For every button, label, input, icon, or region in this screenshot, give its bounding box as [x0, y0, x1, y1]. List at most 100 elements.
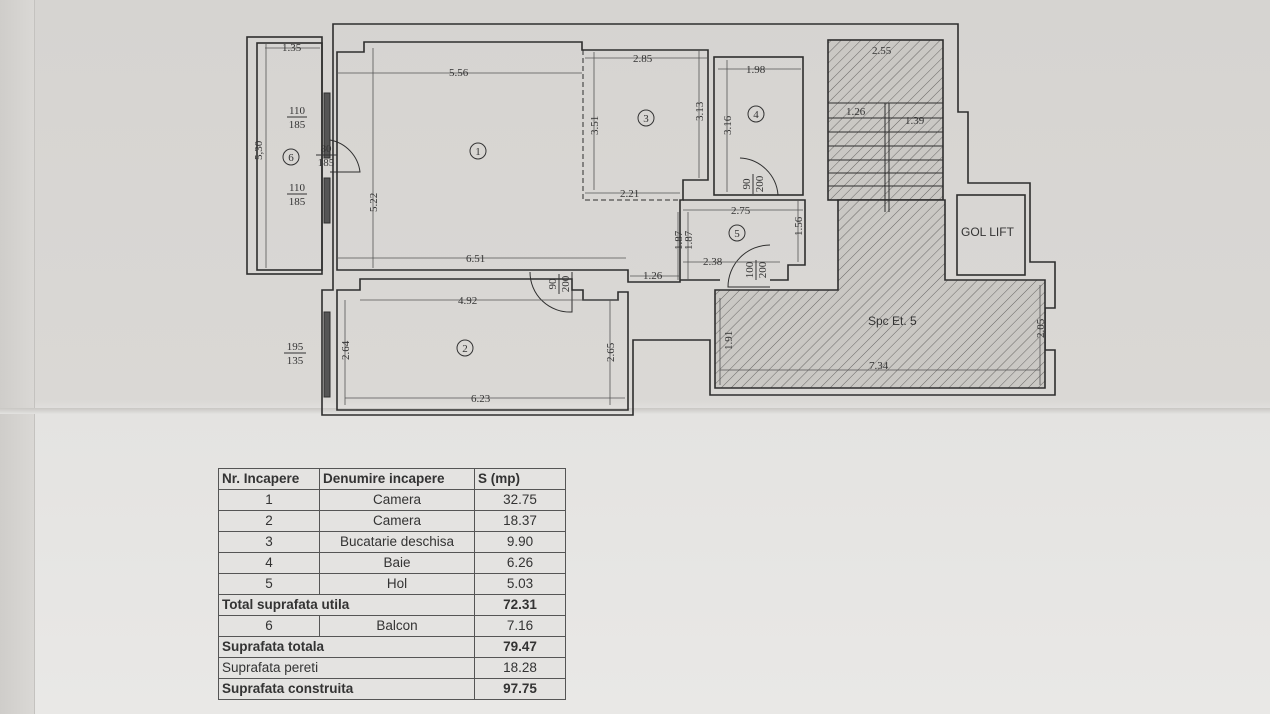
- dim-stair-flight-right: 1.39: [905, 115, 925, 127]
- table-row: 4 Baie 6.26: [218, 552, 566, 574]
- table-row: 5 Hol 5.03: [218, 573, 566, 595]
- svg-text:200: 200: [757, 261, 769, 278]
- door-entry-size: 100 200: [744, 260, 769, 280]
- dim-room2-bottom: 6.23: [471, 393, 491, 405]
- walls-area: 18.28: [474, 657, 566, 679]
- window-bottom-size: 110 185: [287, 182, 307, 208]
- room-2: [336, 278, 629, 411]
- svg-text:185: 185: [318, 157, 335, 169]
- built-area: 97.75: [474, 678, 566, 700]
- cell-area: 7.16: [474, 615, 566, 637]
- dim-landing-bottom: 7.34: [869, 360, 889, 372]
- total-row: Suprafata totala 79.47: [218, 636, 566, 658]
- door-bath-size: 90 200: [741, 174, 766, 194]
- cell-area: 5.03: [474, 573, 566, 595]
- room-3-boundary: [582, 50, 680, 201]
- total-utila-area: 72.31: [474, 594, 566, 616]
- cell-name: Camera: [319, 489, 475, 511]
- dim-hall-left-a: 1.87: [673, 230, 685, 250]
- dim-hall-left-b: 1.87: [683, 230, 695, 250]
- window-top-size: 110 185: [287, 105, 307, 131]
- total-area: 79.47: [474, 636, 566, 658]
- svg-text:200: 200: [560, 275, 572, 292]
- total-utila-label: Total suprafata utila: [218, 594, 475, 616]
- cell-area: 6.26: [474, 552, 566, 574]
- balcony-row: 6 Balcon 7.16: [218, 615, 566, 637]
- room-1-number: 1: [475, 146, 481, 158]
- landing: [714, 199, 1046, 389]
- cell-name: Hol: [319, 573, 475, 595]
- col-header-nr: Nr. Incapere: [218, 468, 320, 490]
- cell-area: 32.75: [474, 489, 566, 511]
- lift-label: GOL LIFT: [961, 225, 1015, 239]
- dim-stair-flight-left: 1.26: [846, 106, 866, 118]
- cell-area: 18.37: [474, 510, 566, 532]
- dim-room3-bottom: 2.21: [620, 188, 639, 200]
- dim-room1-bottom: 6.51: [466, 253, 485, 265]
- dim-hall-lower: 2.38: [703, 256, 723, 268]
- dim-room3-left: 3.51: [589, 116, 601, 135]
- dim-hall-height: 1.56: [793, 216, 805, 236]
- cell-nr: 5: [218, 573, 320, 595]
- dim-room2-right: 2.65: [605, 342, 617, 362]
- cell-name: Camera: [319, 510, 475, 532]
- room-3-number: 3: [643, 113, 649, 125]
- table-header: Nr. Incapere Denumire incapere S (mp): [218, 468, 566, 490]
- svg-text:195: 195: [287, 341, 304, 353]
- table-row: 1 Camera 32.75: [218, 489, 566, 511]
- room-6-number: 6: [288, 152, 294, 164]
- cell-name: Baie: [319, 552, 475, 574]
- dim-hall-width: 2.75: [731, 205, 751, 217]
- room-1: [336, 41, 709, 283]
- dim-room4-width: 1.98: [746, 64, 766, 76]
- dim-room1-top: 5.56: [449, 67, 469, 79]
- room-5-number: 5: [734, 228, 740, 240]
- dim-room1-height: 5.22: [368, 193, 380, 212]
- dim-balcony-width: 1.35: [282, 42, 302, 54]
- dim-room2-left: 2.64: [340, 340, 352, 360]
- cell-name: Balcon: [319, 615, 475, 637]
- col-header-name: Denumire incapere: [319, 468, 475, 490]
- col-header-area: S (mp): [474, 468, 566, 490]
- door-room2-size: 90 200: [547, 274, 572, 294]
- svg-text:80: 80: [321, 143, 333, 155]
- cell-name: Bucatarie deschisa: [319, 531, 475, 553]
- svg-text:110: 110: [289, 182, 306, 194]
- table-row: 2 Camera 18.37: [218, 510, 566, 532]
- cell-nr: 3: [218, 531, 320, 553]
- svg-text:185: 185: [289, 196, 306, 208]
- svg-text:100: 100: [744, 261, 756, 278]
- built-label: Suprafata construita: [218, 678, 475, 700]
- paper-fold-horizontal: [0, 408, 1270, 414]
- area-table: Nr. Incapere Denumire incapere S (mp) 1 …: [218, 468, 566, 700]
- svg-text:110: 110: [289, 105, 306, 117]
- dim-stair-width: 2.55: [872, 45, 892, 57]
- total-label: Suprafata totala: [218, 636, 475, 658]
- dim-room3-width: 2.85: [633, 53, 653, 65]
- room-4-number: 4: [753, 109, 759, 121]
- table-row: 3 Bucatarie deschisa 9.90: [218, 531, 566, 553]
- svg-text:135: 135: [287, 355, 304, 367]
- room-5: [680, 199, 806, 281]
- walls-row: Suprafata pereti 18.28: [218, 657, 566, 679]
- svg-text:90: 90: [547, 278, 559, 290]
- balcony-door-size: 80 185: [316, 143, 337, 169]
- dim-landing-right: 2.05: [1035, 318, 1047, 338]
- walls-label: Suprafata pereti: [218, 657, 475, 679]
- cell-nr: 6: [218, 615, 320, 637]
- total-utila-row: Total suprafata utila 72.31: [218, 594, 566, 616]
- dim-room3-right: 3.13: [694, 101, 706, 121]
- dim-room2-top: 4.92: [458, 295, 477, 307]
- room-2-number: 2: [462, 343, 468, 355]
- lift-shaft: [956, 194, 1026, 276]
- cell-nr: 4: [218, 552, 320, 574]
- dim-landing-left: 1.91: [723, 331, 735, 350]
- window-room2-size: 195 135: [284, 341, 306, 367]
- built-row: Suprafata construita 97.75: [218, 678, 566, 700]
- svg-text:90: 90: [741, 178, 753, 190]
- cell-area: 9.90: [474, 531, 566, 553]
- cell-nr: 2: [218, 510, 320, 532]
- dim-balcony-length: 5,30: [253, 140, 265, 160]
- landing-label: Spc Et. 5: [868, 314, 917, 328]
